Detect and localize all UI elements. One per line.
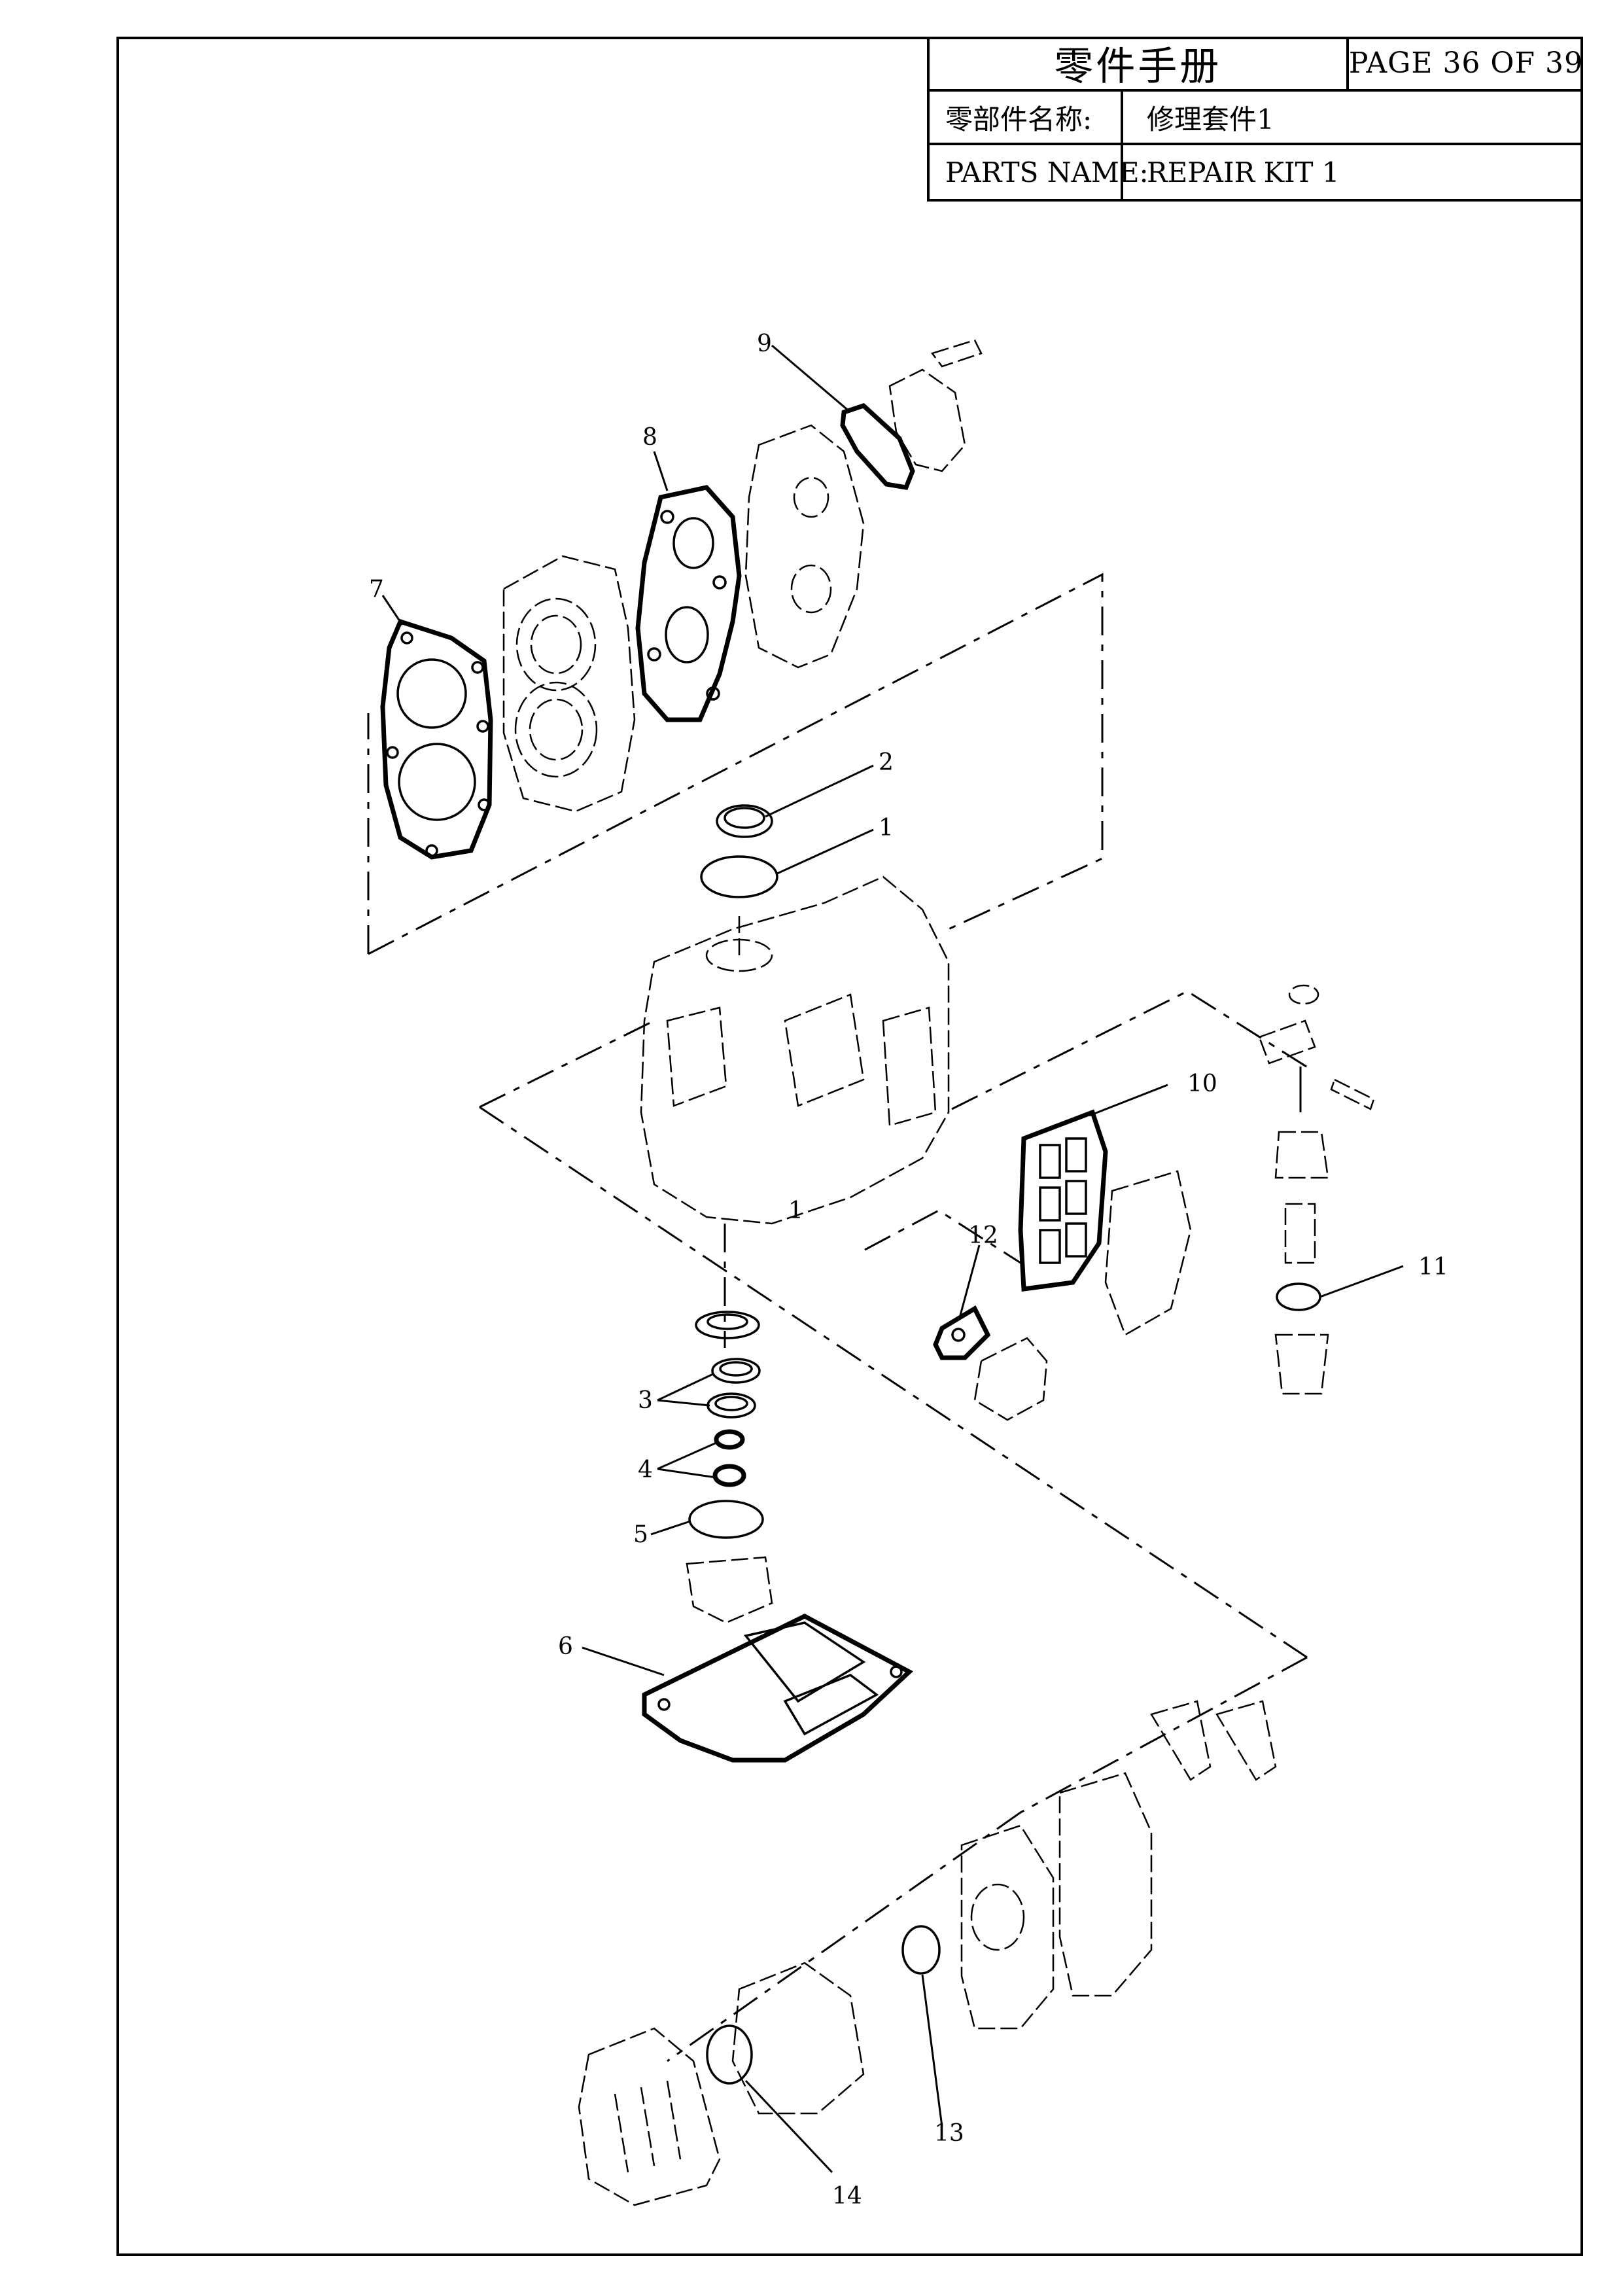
callout-8: 8 [642,424,657,451]
leader-lines [381,344,1404,2174]
crankcase-seal-set [686,1311,773,1624]
drawing-sheet-border [116,37,1583,2256]
callout-2: 2 [879,749,894,776]
callout-5: 5 [633,1521,648,1548]
engine-block [640,875,950,1225]
oil-seal-top [716,804,773,838]
parts-name-cn-value: 修理套件1 [1147,103,1274,135]
callout-11: 11 [1418,1254,1448,1280]
parts-name-en-label: PARTS NAME: [930,145,1149,199]
head-cover [744,424,865,669]
intake-manifold [960,1700,1277,2030]
parts-name-cn-label: 零部件名称: [930,92,1123,143]
callout-13: 13 [934,2120,964,2147]
cylinder-head [502,555,636,813]
callout-10: 10 [1187,1070,1217,1097]
callout-numbers: 1 1 2 3 4 5 6 7 8 9 10 11 12 13 14 [369,330,1448,2210]
thermostat-assembly [1258,984,1375,1395]
callout-9: 9 [757,330,772,357]
page-indicator: PAGE 36 OF 39 [1348,46,1583,80]
assembly-center-lines [367,573,1309,2062]
fuel-pump-gasket [933,1305,991,1360]
callout-1-block: 1 [788,1197,803,1224]
callout-4: 4 [638,1457,653,1483]
callout-1: 1 [879,815,894,841]
silencer [578,2027,721,2206]
carburetor [731,1962,865,2115]
carburetor-o-ring [706,2024,753,2085]
callout-7: 7 [369,576,384,603]
exhaust-cover-gasket [1018,1109,1108,1292]
exhaust-cover [1104,1170,1192,1336]
fuel-pump [973,1337,1048,1421]
callout-3: 3 [638,1387,653,1414]
drive-shaft-housing-gasket [642,1614,913,1763]
thermostat-cover-gasket [840,339,983,490]
title-row: 零件手册 PAGE 36 OF 39 [930,37,1583,92]
o-ring-top [700,855,778,898]
title-block: 零件手册 PAGE 36 OF 39 零部件名称: 修理套件1 PARTS NA… [927,37,1583,202]
callout-6: 6 [558,1633,573,1660]
cylinder-head-gasket [380,618,493,860]
parts-name-en-row: PARTS NAME: REPAIR KIT 1 [930,145,1583,199]
parts-name-cn-row: 零部件名称: 修理套件1 [930,92,1583,145]
callout-12: 12 [968,1222,998,1249]
callout-14: 14 [832,2183,862,2210]
head-cover-gasket [635,485,742,722]
manual-title: 零件手册 [930,37,1349,90]
parts-name-en-value: REPAIR KIT 1 [1147,156,1340,188]
intake-o-ring [901,1925,941,1975]
